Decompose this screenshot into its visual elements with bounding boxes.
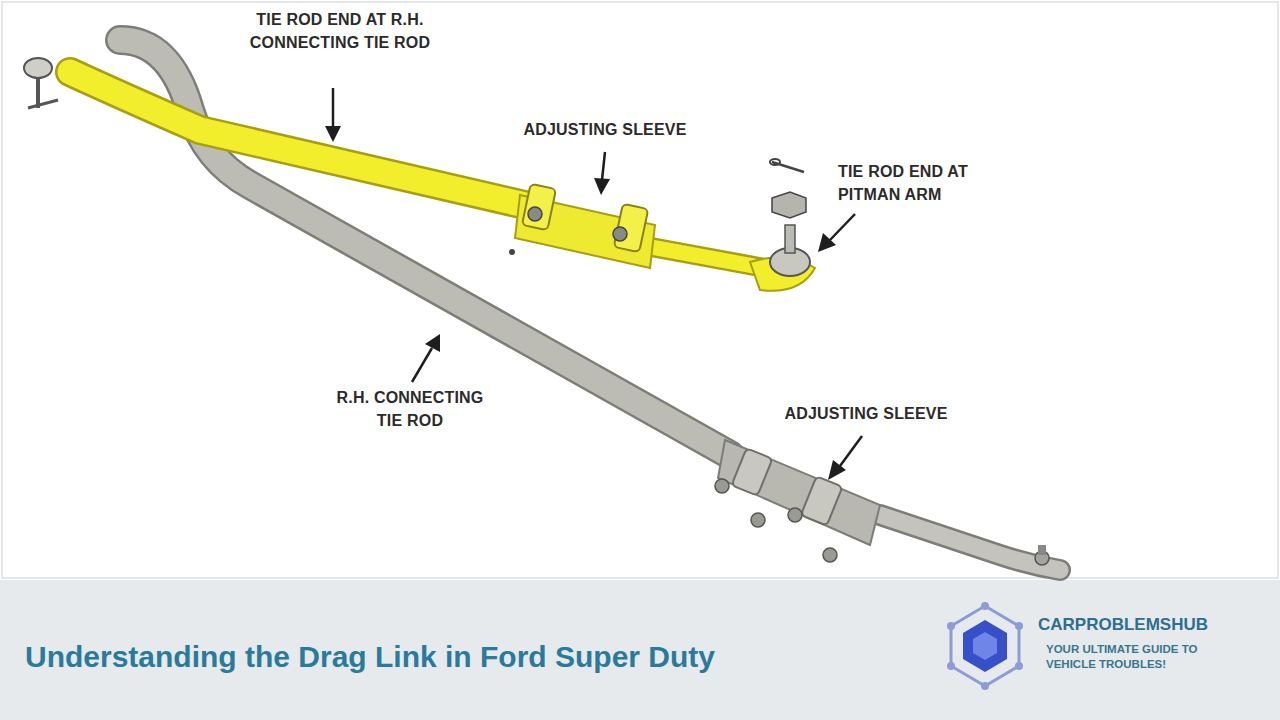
leader-arrows <box>325 88 862 480</box>
part-label: ADJUSTING SLEEVE <box>776 402 956 425</box>
part-label: TIE ROD END AT PITMAN ARM <box>838 160 998 206</box>
brand-name: CARPROBLEMSHUB <box>1038 615 1208 635</box>
figure-ground <box>0 0 1280 580</box>
logo-icon <box>947 602 1023 690</box>
part-label: ADJUSTING SLEEVE <box>515 118 695 141</box>
drag-link <box>24 58 815 291</box>
page-title: Understanding the Drag Link in Ford Supe… <box>25 640 715 674</box>
part-label: R.H. CONNECTING TIE ROD <box>325 386 495 432</box>
part-label: TIE ROD END AT R.H. CONNECTING TIE ROD <box>240 8 440 54</box>
brand-tagline: YOUR ULTIMATE GUIDE TO VEHICLE TROUBLES! <box>1046 642 1236 672</box>
footer-band <box>0 580 1280 720</box>
figure-frame <box>2 2 1278 578</box>
connecting-tie-rod <box>120 40 1060 570</box>
